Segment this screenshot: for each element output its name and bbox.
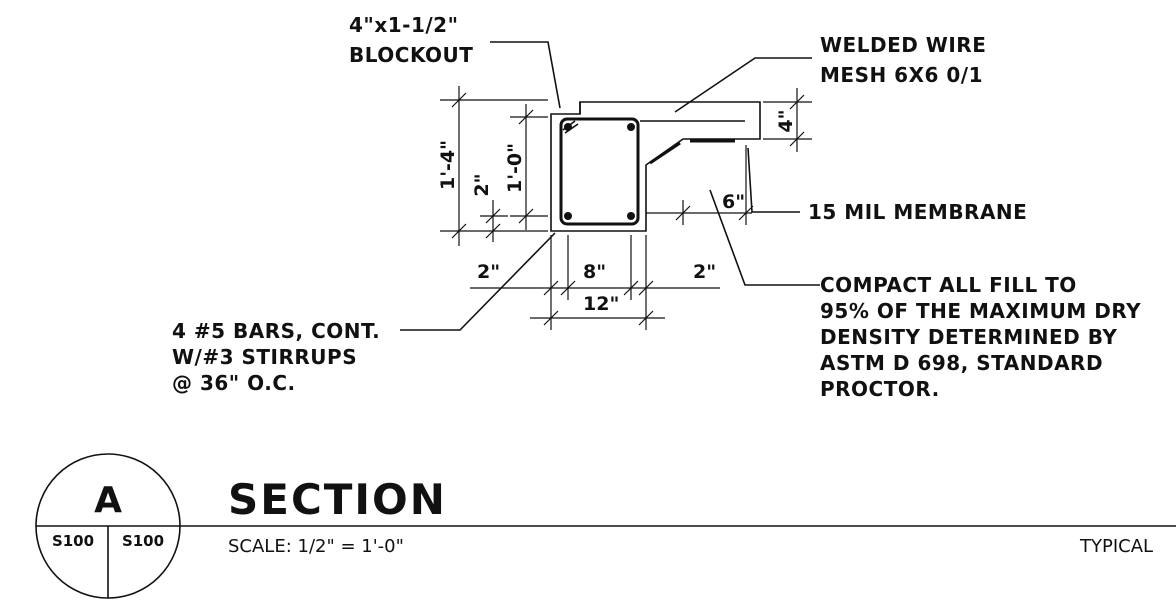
membrane [649,139,735,165]
sheet-ref-right: S100 [122,532,164,550]
dim-bottom-widths [470,235,720,330]
dim-label-inner-width: 8" [583,261,606,283]
sheet-ref-left: S100 [52,532,94,550]
note-blockout-line2: BLOCKOUT [349,43,473,67]
section-title: SECTION [228,475,447,524]
scale-label: SCALE: 1/2" = 1'-0" [228,536,404,557]
dim-label-inner-height: 1'-0" [504,143,526,193]
note-mesh-line2: MESH 6X6 0/1 [820,63,983,87]
dim-label-bottom-left: 2" [477,261,500,283]
dim-inner-height [510,104,548,230]
dim-cover-bottom [480,200,508,242]
dim-label-haunch-offset: 6" [722,191,745,213]
note-fill-line4: ASTM D 698, STANDARD [820,351,1103,375]
note-bars-line3: @ 36" O.C. [172,371,296,395]
rebars [564,123,635,220]
dim-label-cover-bottom: 2" [471,173,493,196]
note-membrane: 15 MIL MEMBRANE [808,200,1027,224]
dim-label-total-width: 12" [583,293,619,315]
note-bars-line2: W/#3 STIRRUPS [172,345,357,369]
dim-total-height [440,86,548,246]
typical-label: TYPICAL [1079,536,1153,557]
detail-letter: A [94,480,122,521]
leaders [400,41,820,331]
dim-haunch-offset [646,145,754,225]
dim-slab-thickness [763,88,812,152]
note-fill-line3: DENSITY DETERMINED BY [820,325,1117,349]
note-fill-line2: 95% OF THE MAXIMUM DRY [820,299,1141,323]
detail-bubble: A S100 S100 [35,453,181,599]
note-fill-line5: PROCTOR. [820,377,940,401]
note-mesh-line1: WELDED WIRE [820,33,986,57]
dim-label-bottom-right: 2" [693,261,716,283]
dim-label-total-height: 1'-4" [437,140,459,190]
note-bars-line1: 4 #5 BARS, CONT. [172,319,380,343]
note-fill-line1: COMPACT ALL FILL TO [820,273,1077,297]
stirrup [559,117,640,226]
concrete-section [550,101,761,232]
note-blockout-line1: 4"x1-1/2" [349,13,459,37]
dim-label-slab-thickness: 4" [775,109,797,132]
